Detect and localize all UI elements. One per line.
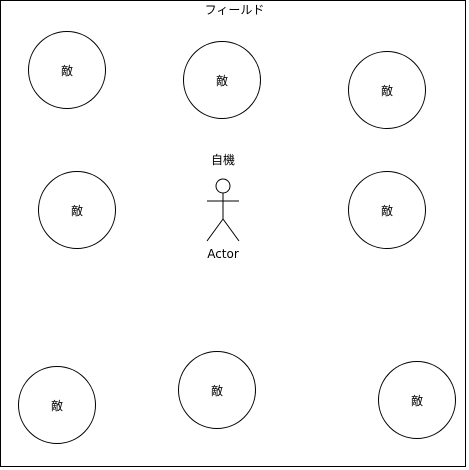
actor-right-leg	[222, 218, 240, 242]
enemy-label: 敵	[215, 73, 228, 88]
enemy-label: 敵	[70, 203, 83, 218]
actor-stick-figure-icon	[206, 178, 240, 242]
enemy-node: 敵	[378, 361, 456, 439]
enemy-label: 敵	[410, 393, 423, 408]
enemy-label: 敵	[210, 383, 223, 398]
player-label: 自機	[210, 153, 235, 167]
enemy-node: 敵	[38, 171, 116, 249]
enemy-node: 敵	[348, 171, 426, 249]
enemy-label: 敵	[380, 203, 393, 218]
field-title: フィールド	[204, 3, 265, 17]
enemy-node: 敵	[18, 366, 96, 444]
actor-label: Actor	[207, 247, 239, 261]
enemy-label: 敵	[60, 63, 73, 78]
enemy-node: 敵	[28, 31, 106, 109]
actor-head	[215, 178, 231, 194]
enemy-node: 敵	[183, 41, 261, 119]
enemy-label: 敵	[50, 398, 63, 413]
enemy-label: 敵	[380, 83, 393, 98]
actor-left-leg	[206, 218, 224, 242]
enemy-node: 敵	[178, 351, 256, 429]
enemy-node: 敵	[348, 51, 426, 129]
